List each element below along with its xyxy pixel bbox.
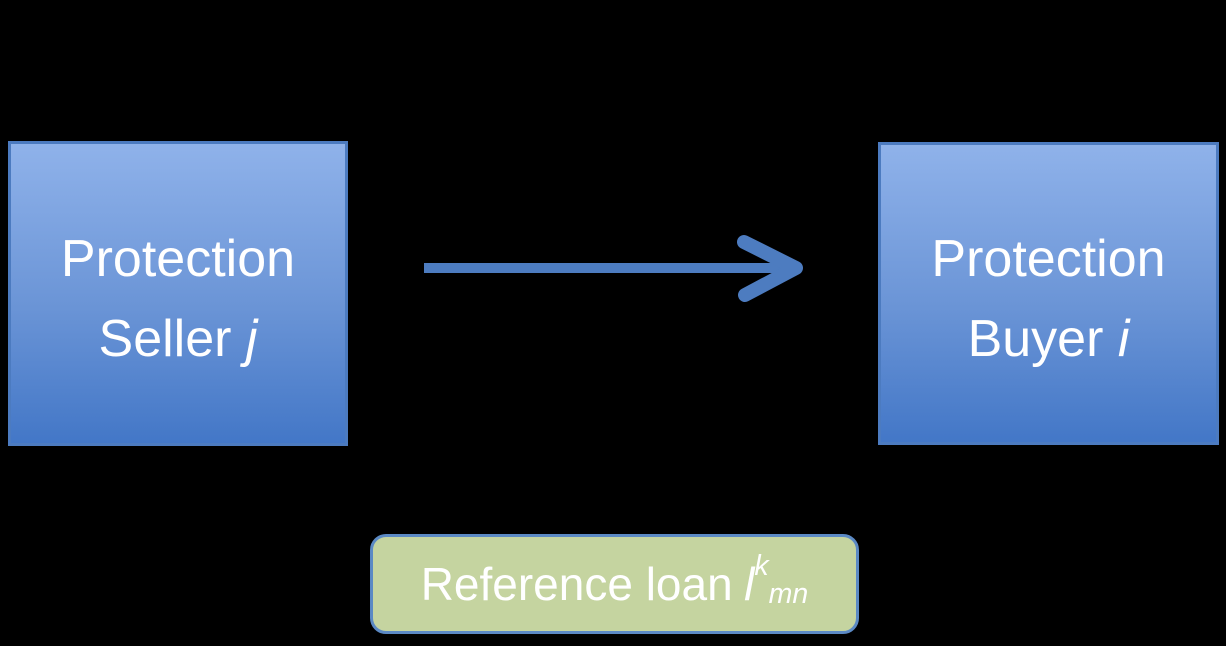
reference-loan-symbol: l <box>744 558 755 610</box>
seller-line2: Seller j <box>99 299 258 379</box>
buyer-line2: Buyer i <box>968 299 1130 379</box>
seller-line2-text: Seller <box>98 309 232 368</box>
reference-loan-box: Reference loan l k mn <box>370 534 859 634</box>
arrow-shape <box>424 235 803 302</box>
arrow-head <box>737 235 803 302</box>
buyer-line1: Protection <box>931 219 1165 299</box>
seller-variable: j <box>245 309 258 368</box>
buyer-line2-text: Buyer <box>967 309 1104 368</box>
reference-loan-superscript: k <box>754 549 769 582</box>
buyer-variable: i <box>1117 309 1130 368</box>
seller-line1-text: Protection <box>60 229 296 288</box>
reference-loan-subscript: mn <box>768 578 809 611</box>
reference-loan-label: Reference loan <box>420 558 733 610</box>
protection-buyer-box: Protection Buyer i <box>878 142 1219 445</box>
buyer-line1-text: Protection <box>931 229 1166 288</box>
protection-seller-box: Protection Seller j <box>8 141 348 446</box>
seller-line1: Protection <box>61 219 295 299</box>
